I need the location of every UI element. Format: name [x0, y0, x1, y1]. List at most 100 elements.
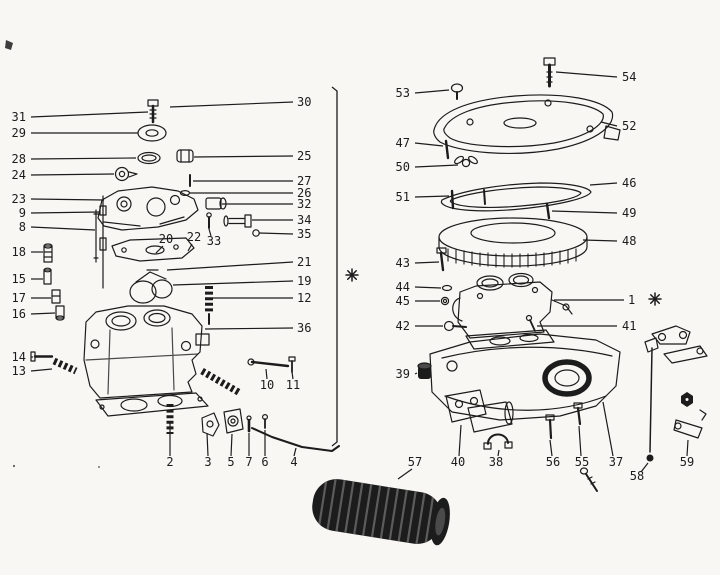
part-number-29: 29 — [12, 126, 26, 140]
air-cleaner-lid-drawing — [433, 94, 621, 155]
right-assembly-drawing — [312, 57, 708, 548]
leader-line-47 — [414, 142, 444, 147]
wing-nut-50-drawing — [454, 155, 478, 168]
bolt-55-drawing — [573, 402, 583, 426]
leader-line-54 — [555, 71, 618, 78]
lid-gasket-46-drawing — [440, 182, 592, 212]
pump-lever-spring-drawing — [200, 367, 242, 397]
screw-41-drawing — [525, 314, 536, 332]
part-number-47: 47 — [396, 136, 410, 150]
part-number-9: 9 — [19, 206, 26, 220]
leader-line-58 — [640, 462, 649, 473]
stud-51-drawing — [450, 189, 455, 210]
part-number-36: 36 — [297, 321, 311, 335]
leader-line-13 — [30, 368, 53, 372]
jet-16-drawing — [55, 305, 65, 321]
leader-line-38 — [497, 449, 500, 457]
leader-line-3 — [206, 432, 209, 457]
part-number-31: 31 — [12, 110, 26, 124]
throttle-linkage-59-drawing — [644, 325, 708, 462]
banjo-fitting-drawing — [114, 166, 138, 182]
fitting-42-drawing — [443, 320, 467, 332]
bracket-5-drawing — [223, 408, 244, 434]
leader-line-44 — [414, 286, 442, 289]
leader-line-22 — [187, 243, 193, 252]
part-number-42: 42 — [396, 319, 410, 333]
lever-3-drawing — [201, 412, 220, 437]
leader-line-19 — [172, 280, 294, 286]
part-number-32: 32 — [297, 197, 311, 211]
lid-bolt-54-drawing — [543, 57, 556, 88]
bolt-43-drawing — [436, 247, 447, 272]
leader-line-25 — [193, 155, 294, 158]
pump-link-10-11-drawing — [247, 356, 296, 373]
part-number-37: 37 — [609, 455, 623, 469]
leader-line-33 — [208, 228, 212, 237]
leader-line-37 — [602, 401, 614, 457]
part-number-27: 27 — [297, 174, 311, 188]
leader-line-53 — [414, 89, 450, 94]
part-number-6: 6 — [261, 455, 268, 469]
carburetor-body-drawing — [83, 305, 210, 399]
leader-line-40 — [458, 424, 462, 457]
leader-line-39 — [414, 372, 418, 375]
callout-labels-layer: 3129282423981815171614133025272632343521… — [12, 70, 695, 483]
clamp-38-drawing — [483, 433, 513, 450]
part-number-7: 7 — [245, 455, 252, 469]
carburetor-top-cover-drawing — [97, 186, 199, 231]
leader-line-23 — [30, 198, 105, 201]
cover-disc-drawing — [137, 124, 167, 142]
float-drawing — [129, 269, 173, 304]
leader-line-49 — [551, 210, 618, 214]
leader-line-51 — [414, 195, 450, 198]
leader-line-4 — [293, 447, 297, 457]
part-number-35: 35 — [297, 227, 311, 241]
asterisk-marker — [648, 292, 662, 306]
part-number-34: 34 — [297, 213, 311, 227]
leader-line-11 — [291, 371, 294, 380]
part-number-46: 46 — [622, 176, 636, 190]
leader-line-31 — [30, 111, 149, 118]
leader-line-21 — [166, 261, 294, 271]
dome-nut-53-drawing — [450, 83, 464, 100]
part-number-8: 8 — [19, 220, 26, 234]
leader-line-48 — [582, 239, 618, 242]
part-number-54: 54 — [622, 70, 636, 84]
screw-58-drawing — [579, 467, 598, 492]
leader-line-56 — [549, 439, 553, 457]
stud-47-drawing — [444, 139, 450, 160]
jet-17-drawing — [51, 289, 61, 304]
cover-gasket-drawing — [111, 237, 195, 262]
washer-44-drawing — [441, 284, 453, 292]
base-flange-drawing — [95, 392, 209, 417]
part-number-25: 25 — [297, 149, 311, 163]
leader-line-30 — [169, 101, 294, 108]
part-number-20: 20 — [159, 232, 173, 246]
part-number-44: 44 — [396, 280, 410, 294]
leader-line-57 — [397, 468, 413, 480]
part-number-16: 16 — [12, 307, 26, 321]
leader-line-10 — [265, 368, 268, 380]
part-number-53: 53 — [396, 86, 410, 100]
leader-line-24 — [30, 173, 115, 176]
leader-line-28 — [30, 157, 137, 160]
part-number-13: 13 — [12, 364, 26, 378]
part-number-52: 52 — [622, 119, 636, 133]
leader-line-9 — [30, 211, 100, 214]
needle-valve-33-drawing — [206, 212, 212, 229]
leader-line-46 — [589, 182, 618, 186]
part-number-57: 57 — [408, 455, 422, 469]
scan-artifact — [5, 40, 100, 468]
part-number-58: 58 — [630, 469, 644, 483]
part-number-3: 3 — [204, 455, 211, 469]
top-cover-screw-drawing — [147, 99, 159, 124]
leader-line-55 — [578, 425, 582, 457]
flange-gasket-40-drawing — [445, 389, 487, 423]
asterisk-marker — [345, 268, 359, 282]
screw-6-drawing — [262, 414, 269, 429]
part-number-33: 33 — [207, 234, 221, 248]
part-number-38: 38 — [489, 455, 503, 469]
adjust-screw-14-drawing — [30, 351, 54, 362]
